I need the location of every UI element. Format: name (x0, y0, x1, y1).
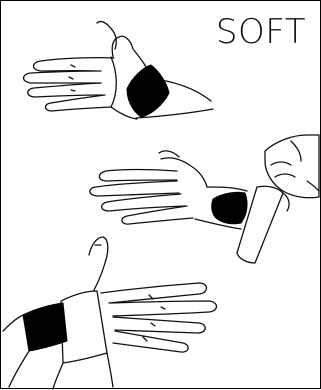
step-2-wrap-edge (283, 193, 289, 211)
step-3-finger-1 (101, 283, 207, 303)
step-3-thumb (89, 237, 108, 299)
step-1-finger-3 (28, 83, 103, 97)
step-1-finger-1 (34, 58, 115, 71)
step-1-finger-2 (24, 71, 102, 83)
step-3-forearm-bottom (9, 351, 29, 387)
step-1-thumb-tip (97, 21, 113, 31)
step-3-wrist-edge (53, 363, 63, 389)
step-2-finger-2 (90, 181, 179, 196)
step-2-thumbnail (159, 151, 179, 157)
step-2-wrist-top (207, 187, 247, 191)
step-3-thumb-pad (23, 303, 67, 351)
step-2-thumb-pad (212, 192, 247, 224)
step-2-finger-1 (99, 170, 177, 182)
step-3-finger-3 (113, 317, 205, 333)
step-2-hand (90, 135, 319, 263)
step-3-hand-edge (107, 353, 113, 387)
step-1-thumb-pad (127, 65, 169, 117)
step-3-forearm-top (3, 315, 23, 331)
step-1-finger-4 (45, 95, 111, 111)
step-3-wrap-band (61, 291, 107, 363)
step-3-finger-4 (113, 331, 188, 352)
step-3-hand (3, 237, 217, 389)
step-1-hand (24, 21, 214, 119)
